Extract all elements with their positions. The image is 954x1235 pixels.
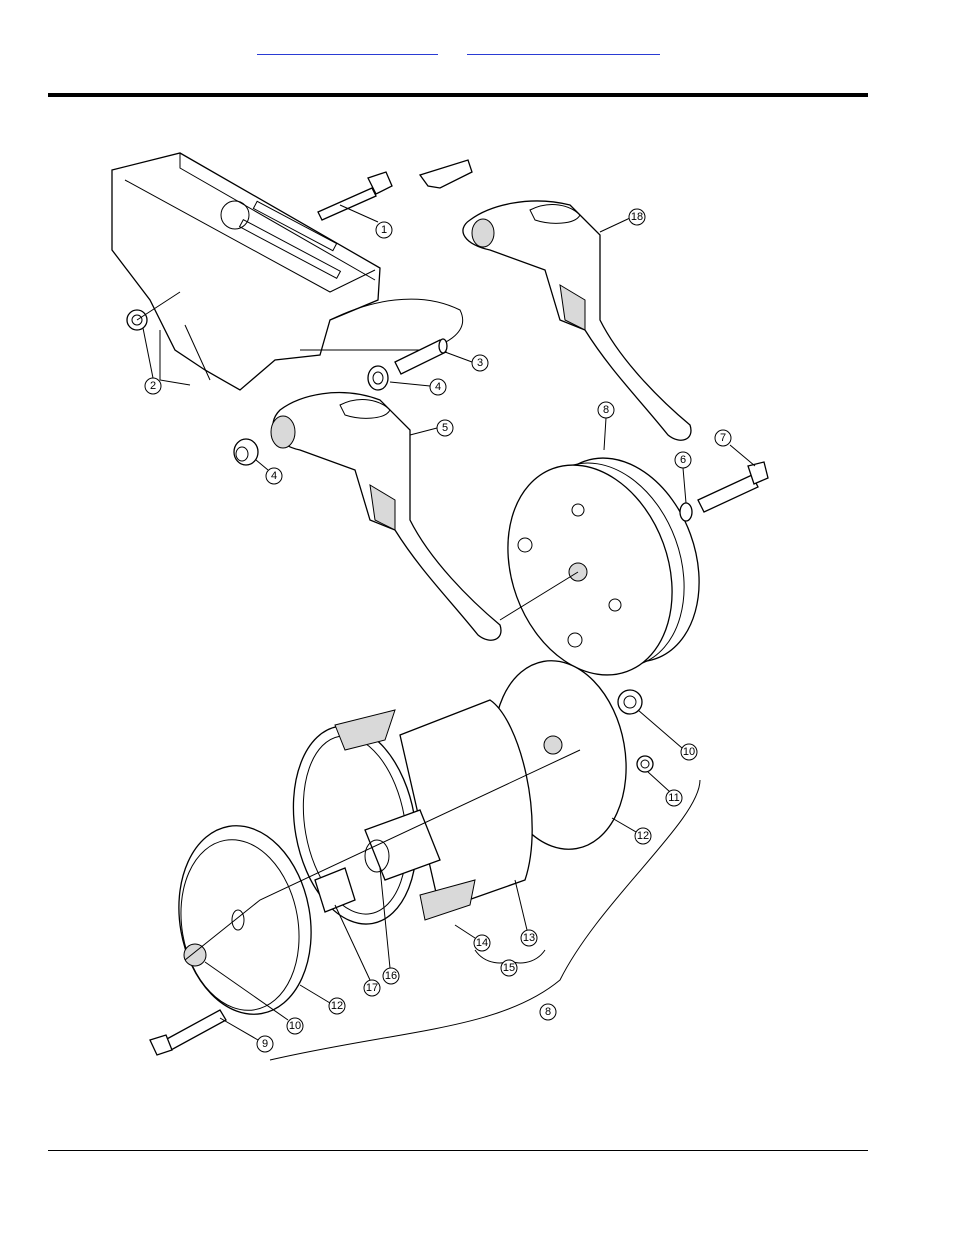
- callout-7: 7: [715, 430, 755, 466]
- callout-10-right: 10: [638, 710, 697, 760]
- arm-5: [271, 393, 501, 641]
- bearing-11: [637, 756, 653, 772]
- svg-text:15: 15: [503, 962, 515, 974]
- svg-text:8: 8: [603, 404, 609, 416]
- svg-text:16: 16: [385, 970, 397, 982]
- svg-text:12: 12: [331, 1000, 343, 1012]
- callout-1: 1: [340, 205, 392, 238]
- svg-text:6: 6: [680, 454, 686, 466]
- callout-13: 13: [515, 880, 537, 946]
- wheel-8-assembled: [480, 436, 727, 698]
- svg-text:10: 10: [289, 1020, 301, 1032]
- svg-text:13: 13: [523, 932, 535, 944]
- callout-3: 3: [445, 352, 488, 371]
- svg-text:4: 4: [271, 470, 277, 482]
- callout-2: 2: [143, 328, 161, 394]
- bolt-1: [318, 172, 392, 220]
- svg-text:11: 11: [668, 792, 679, 804]
- callout-14: 14: [455, 925, 490, 951]
- bushing-4b: [234, 439, 258, 465]
- bushing-4a: [368, 366, 388, 390]
- callout-6: 6: [675, 452, 691, 503]
- svg-text:14: 14: [476, 937, 488, 949]
- svg-text:12: 12: [637, 830, 649, 842]
- svg-text:1: 1: [381, 224, 387, 236]
- callout-8-bottom: 8: [540, 1004, 556, 1020]
- svg-text:3: 3: [477, 357, 483, 369]
- svg-text:4: 4: [435, 381, 441, 393]
- callout-9: 9: [220, 1018, 273, 1052]
- bolt-7: [698, 462, 768, 512]
- svg-text:7: 7: [720, 432, 726, 444]
- washer-6: [680, 503, 692, 521]
- arm-18: [420, 160, 691, 440]
- pin-3: [395, 339, 447, 374]
- footer-rule: [48, 1150, 868, 1151]
- svg-text:10: 10: [683, 746, 695, 758]
- callout-4a: 4: [390, 379, 446, 395]
- svg-text:9: 9: [262, 1038, 268, 1050]
- callout-12-left: 12: [300, 985, 345, 1014]
- callout-5: 5: [410, 420, 453, 436]
- callout-8-top: 8: [598, 402, 614, 450]
- svg-text:18: 18: [631, 211, 643, 223]
- svg-text:5: 5: [442, 422, 448, 434]
- callout-12-right: 12: [612, 818, 651, 844]
- svg-text:8: 8: [545, 1006, 551, 1018]
- callout-11: 11: [648, 772, 682, 806]
- callout-15: 15: [501, 960, 517, 976]
- bolt-9: [150, 1010, 226, 1055]
- svg-text:17: 17: [366, 982, 378, 994]
- svg-text:2: 2: [150, 380, 156, 392]
- callout-4b: 4: [256, 460, 282, 484]
- callout-18: 18: [600, 209, 645, 232]
